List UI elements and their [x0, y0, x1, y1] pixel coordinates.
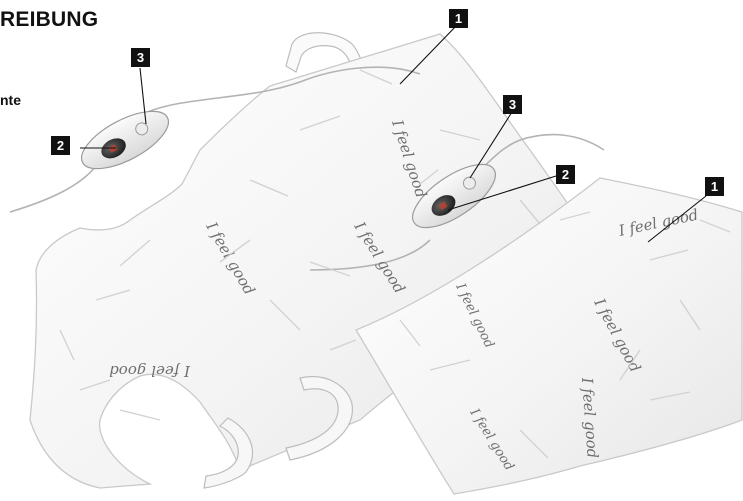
back-cable-end: [10, 166, 96, 212]
callout-flat-pad: 1: [705, 177, 724, 196]
callout-back-switch: 3: [131, 48, 150, 67]
callout-back-controller: 2: [51, 136, 70, 155]
callout-back-pad: 1: [449, 9, 468, 28]
pad-print: I feel good: [109, 362, 191, 380]
callout-flat-switch: 3: [503, 95, 522, 114]
back-controller: [73, 100, 177, 180]
callout-flat-controller: 2: [556, 165, 575, 184]
